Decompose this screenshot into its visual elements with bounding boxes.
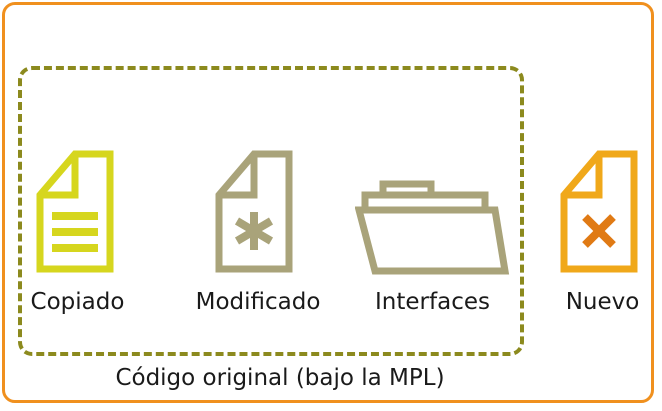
label-interfaces: Interfaces	[375, 289, 490, 315]
label-nuevo: Nuevo	[565, 289, 640, 315]
original-code-group	[18, 66, 524, 356]
text-document-icon	[36, 150, 114, 273]
folder-icon	[355, 180, 510, 275]
asterisk-document-icon	[215, 150, 293, 273]
group-caption: Código original (bajo la MPL)	[115, 365, 445, 391]
new-document-x-icon	[560, 150, 638, 273]
label-modificado: Modificado	[195, 289, 321, 315]
label-copiado: Copiado	[30, 289, 125, 315]
